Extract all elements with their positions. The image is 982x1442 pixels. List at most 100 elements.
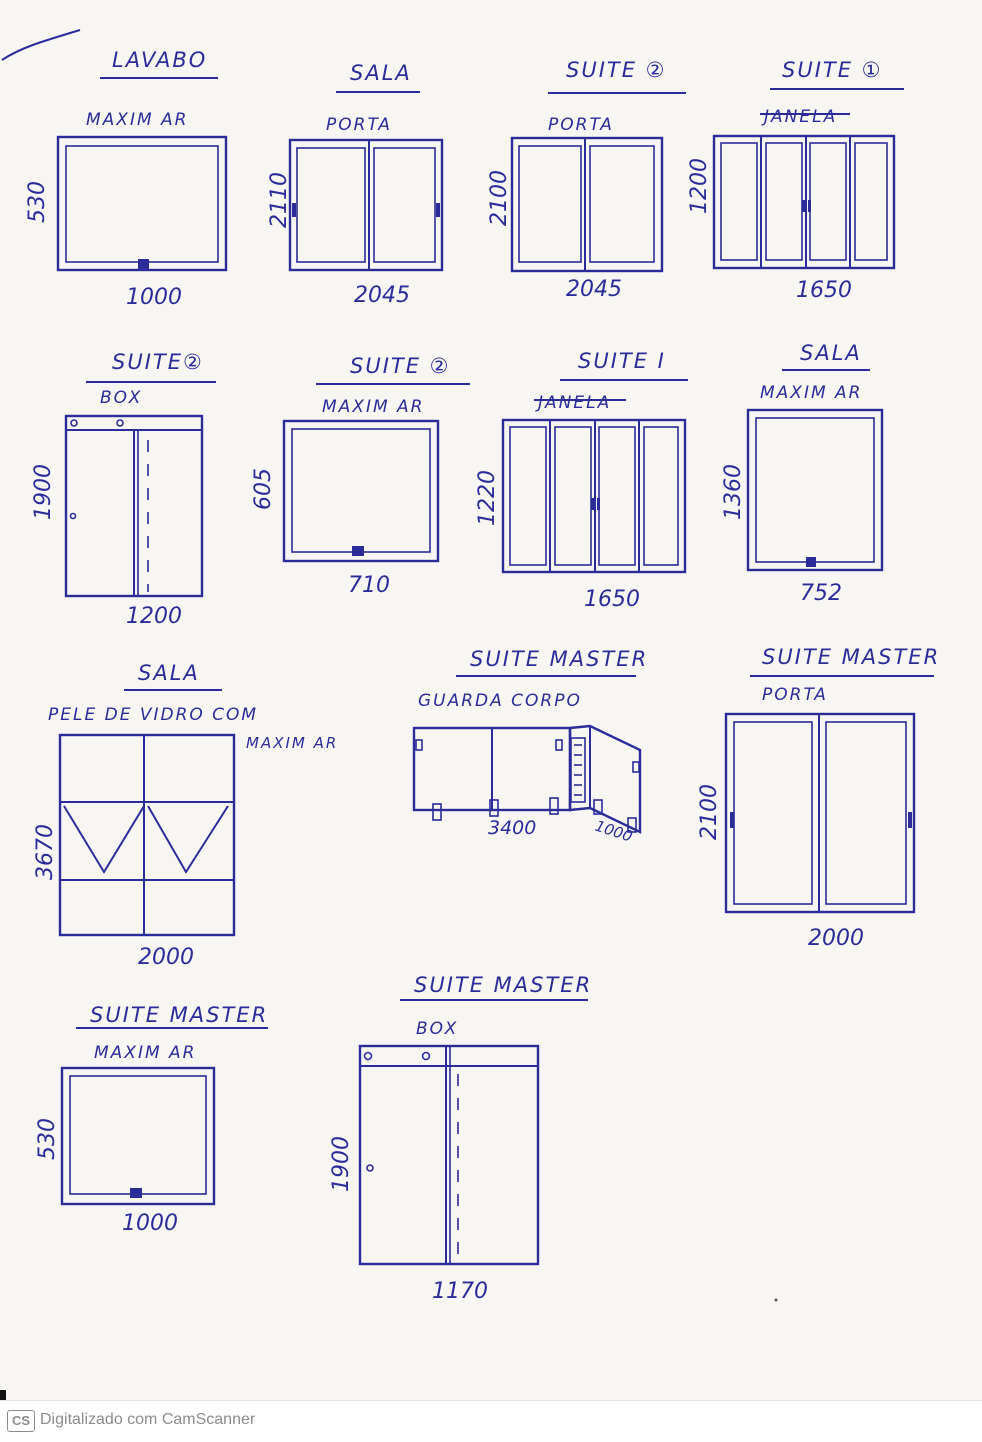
- room-label: SUITE ②: [350, 354, 451, 378]
- clamp-icon: [489, 799, 499, 817]
- roller-icon: [70, 419, 78, 427]
- window-frame: [712, 134, 896, 270]
- room-label: SALA: [800, 341, 862, 365]
- drawing-suite-2-box: SUITE② BOX 1900 1200: [31, 350, 216, 629]
- room-label: LAVABO: [112, 48, 207, 72]
- door-frame: [288, 138, 444, 272]
- type-label: MAXIM AR: [86, 110, 188, 130]
- handle-icon: [292, 203, 296, 217]
- drawing-suite-2-maxim-ar: SUITE ② MAXIM AR 605 710: [251, 354, 470, 598]
- height-dim: 530: [35, 1118, 60, 1160]
- scanner-footer: CS Digitalizado com CamScanner: [0, 1400, 982, 1442]
- roller-icon: [421, 1051, 431, 1061]
- type-label: GUARDA CORPO: [418, 691, 582, 711]
- paper-edge-mark: [0, 1390, 6, 1400]
- door-frame: [510, 136, 664, 273]
- drawing-sala-maxim-ar: SALA MAXIM AR 1360 752: [721, 341, 884, 606]
- type-label: MAXIM AR: [760, 383, 862, 403]
- window-frame: [56, 135, 228, 272]
- room-label: SUITE ②: [566, 58, 667, 82]
- type-label: PORTA: [548, 115, 614, 135]
- height-dim: 2110: [267, 172, 292, 228]
- clamp-icon: [432, 803, 442, 821]
- width-dim: 3400: [488, 817, 536, 839]
- drawing-sala-porta: SALA PORTA 2110 2045: [267, 61, 444, 308]
- handle-icon: [908, 812, 912, 828]
- room-label: SALA: [138, 661, 200, 685]
- handle-icon: [730, 812, 734, 828]
- room-label: SALA: [350, 61, 412, 85]
- drawing-suite-master-porta: SUITE MASTER PORTA 2100 2000: [697, 645, 940, 951]
- height-dim: 1900: [31, 464, 56, 520]
- camscanner-logo-icon: CS: [7, 1410, 35, 1432]
- room-label: SUITE MASTER: [762, 645, 940, 669]
- width-dim: 1200: [126, 604, 182, 629]
- type-label: PELE DE VIDRO COM: [48, 705, 258, 725]
- handle-icon: [597, 498, 600, 510]
- clamp-icon: [593, 799, 603, 815]
- window-frame: [282, 419, 440, 563]
- drawing-suite-master-guarda-corpo: SUITE MASTER GUARDA CORPO 3400 1000: [412, 647, 648, 846]
- handle-icon: [130, 1188, 142, 1198]
- height-dim: 605: [251, 468, 276, 510]
- type-label: MAXIM AR: [322, 397, 424, 417]
- handle-icon: [352, 546, 364, 556]
- knob-icon: [366, 1164, 374, 1172]
- handle-icon: [802, 200, 805, 212]
- roller-icon: [363, 1051, 373, 1061]
- type-label: JANELA: [535, 393, 611, 413]
- width-dim: 2045: [566, 277, 622, 302]
- height-dim: 1200: [687, 158, 712, 214]
- handle-icon: [591, 498, 594, 510]
- width-dim: 1650: [796, 278, 852, 303]
- handle-icon: [436, 203, 440, 217]
- knob-icon: [69, 512, 77, 520]
- room-label: SUITE MASTER: [414, 973, 592, 997]
- window-frame: [60, 1066, 216, 1206]
- clamp-icon: [627, 817, 637, 833]
- clamp-icon: [549, 797, 559, 815]
- paper-speck: [774, 1298, 778, 1302]
- height-dim: 2100: [697, 784, 722, 840]
- room-label: SUITE MASTER: [470, 647, 648, 671]
- width-dim: 1000: [122, 1211, 178, 1236]
- handle-icon: [806, 557, 816, 567]
- height-dim: 2100: [487, 170, 512, 226]
- roller-icon: [116, 419, 124, 427]
- drawing-suite-1-janela-b: SUITE Ⅰ JANELA 1220 1650: [475, 349, 688, 612]
- width-dim: 2000: [808, 926, 864, 951]
- drawing-suite-2-porta: SUITE ② PORTA 2100 2045: [487, 58, 686, 302]
- type-label: BOX: [416, 1019, 458, 1039]
- type-label: PORTA: [762, 685, 828, 705]
- width-dim: 752: [800, 581, 842, 606]
- room-label: SUITE②: [112, 350, 204, 374]
- box-frame: [358, 1044, 540, 1266]
- handle-icon: [808, 200, 811, 212]
- width-dim: 1000: [126, 285, 182, 310]
- room-label: SUITE MASTER: [90, 1003, 268, 1027]
- drawing-sala-pele-de-vidro: SALA PELE DE VIDRO COM MAXIM AR 3670 200…: [33, 661, 336, 970]
- height-dim: 530: [25, 181, 50, 223]
- room-label: SUITE Ⅰ: [578, 349, 666, 373]
- width-dim: 1170: [432, 1279, 488, 1304]
- height-dim: 3670: [33, 824, 58, 880]
- type-label: JANELA: [761, 107, 837, 127]
- width-dim: 710: [348, 573, 390, 598]
- footer-text: Digitalizado com CamScanner: [40, 1411, 256, 1428]
- drawing-suite-1-janela: SUITE ① JANELA 1200 1650: [687, 58, 904, 303]
- width-dim: 2045: [354, 283, 410, 308]
- drawing-suite-master-box: SUITE MASTER BOX 1900 1170: [329, 973, 592, 1304]
- height-dim: 1900: [329, 1136, 354, 1192]
- type-label: BOX: [100, 388, 142, 408]
- drawing-lavabo-maxim-ar: LAVABO MAXIM AR 530 1000: [25, 48, 228, 310]
- width-dim: 1650: [584, 587, 640, 612]
- drawing-suite-master-maxim-ar: SUITE MASTER MAXIM AR 530 1000: [35, 1003, 268, 1236]
- type-label: MAXIM AR: [94, 1043, 196, 1063]
- room-label: SUITE ①: [782, 58, 883, 82]
- window-frame: [746, 408, 884, 572]
- height-dim: 1360: [721, 464, 746, 520]
- guardrail-side: [568, 724, 642, 834]
- pencil-mark: [1, 29, 81, 61]
- width-dim: 2000: [138, 945, 194, 970]
